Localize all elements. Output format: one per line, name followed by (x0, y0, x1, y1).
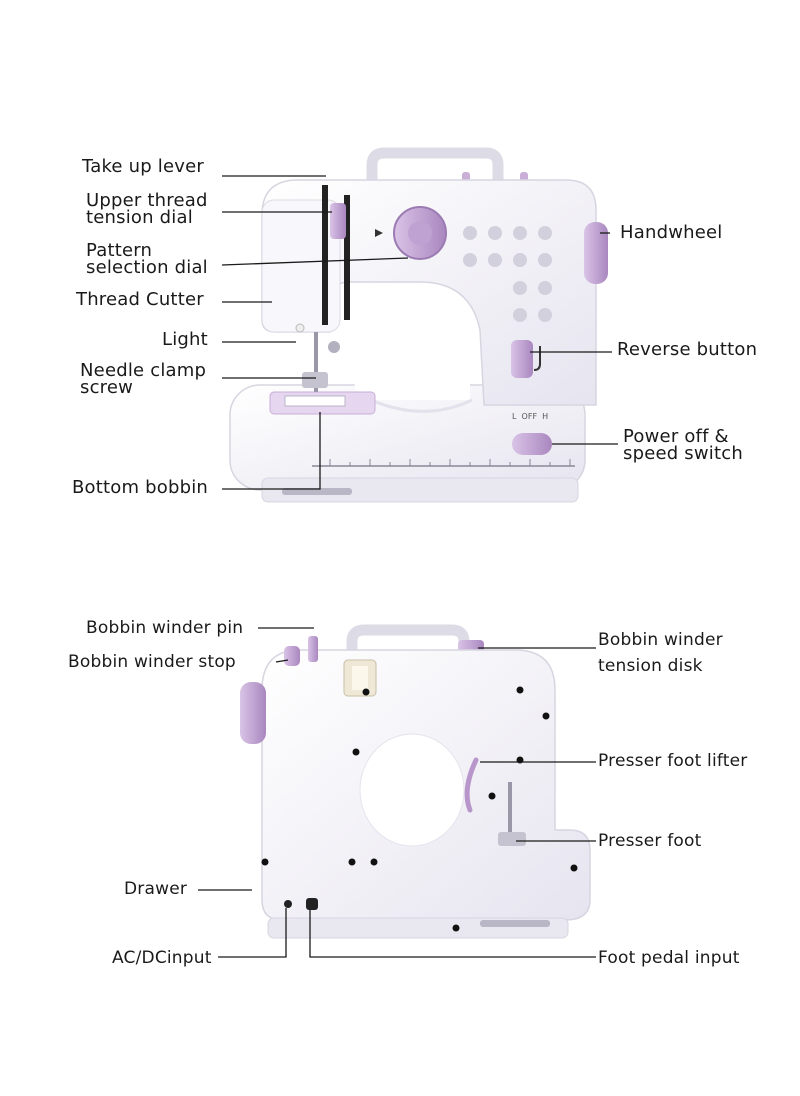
label-line: selection dial (86, 257, 208, 278)
bobbin-slot (282, 488, 352, 495)
needle-clamp-screw (328, 341, 340, 353)
ac-dc-input-port (284, 900, 292, 908)
label-drawer: Drawer (124, 879, 188, 899)
label-presser-foot: Presser foot (598, 831, 702, 851)
presser-foot-lifter (464, 757, 479, 813)
label-needle-clamp-screw: Needle clamp screw (80, 360, 207, 398)
light (295, 323, 305, 333)
label-bottom-bobbin: Bottom bobbin (72, 477, 209, 498)
label-line: Upper thread (86, 190, 208, 211)
stitch-pattern-chart (463, 226, 552, 322)
front-view (229, 147, 608, 503)
bobbin-winder-stop (284, 646, 300, 666)
head-front (261, 199, 341, 333)
presser-foot-front (302, 372, 328, 388)
label-upper-thread-tension-dial: Upper thread tension dial (86, 190, 208, 228)
label-line: tension dial (86, 207, 193, 228)
front-leader-lines (221, 175, 618, 490)
label-power-speed-switch: Power off & speed switch (623, 426, 743, 464)
label-foot-pedal-input: Foot pedal input (598, 948, 740, 968)
dial-pointer (375, 229, 383, 237)
arm-opening-back (359, 733, 465, 847)
bobbin-winder-pin (308, 636, 318, 662)
label-reverse-button: Reverse button (617, 339, 758, 360)
label-bobbin-winder-stop: Bobbin winder stop (68, 652, 236, 672)
label-bobbin-winder-pin: Bobbin winder pin (86, 618, 244, 638)
power-speed-switch (512, 433, 552, 455)
take-up-lever-slot (344, 195, 350, 320)
label-thread-cutter: Thread Cutter (76, 289, 204, 310)
label-pattern-selection-dial: Pattern selection dial (86, 240, 208, 278)
label-line: Needle clamp (80, 360, 207, 381)
label-line: speed switch (623, 443, 743, 464)
handwheel (584, 222, 608, 284)
handwheel-back (240, 682, 266, 744)
presser-foot-back (498, 832, 526, 846)
switch-markings: L OFF H (512, 412, 549, 421)
label-line: screw (80, 377, 134, 398)
label-ac-dc-input: AC/DCinput (112, 948, 212, 968)
label-line: tension disk (598, 656, 703, 676)
label-line: Power off & (623, 426, 729, 447)
label-presser-foot-lifter: Presser foot lifter (598, 751, 748, 771)
base-foot (261, 477, 579, 503)
foot-pedal-input-port (306, 898, 318, 910)
label-take-up-lever: Take up lever (82, 156, 204, 177)
label-line: Bobbin winder (598, 630, 723, 650)
carry-handle (366, 147, 504, 196)
back-leader-lines (198, 627, 596, 958)
arm-opening (349, 285, 470, 400)
back-view (240, 624, 591, 939)
label-bobbin-winder-tension-disk: Bobbin winder tension disk (598, 627, 723, 679)
take-up-lever-slot (322, 185, 328, 325)
label-light: Light (162, 329, 208, 350)
reverse-button (511, 340, 533, 378)
label-handwheel: Handwheel (620, 222, 723, 243)
carry-handle (346, 624, 470, 666)
screws (261, 686, 578, 932)
upper-thread-tension-dial (330, 203, 346, 239)
ruler-ticks (329, 459, 571, 466)
label-line: Pattern (86, 240, 153, 261)
